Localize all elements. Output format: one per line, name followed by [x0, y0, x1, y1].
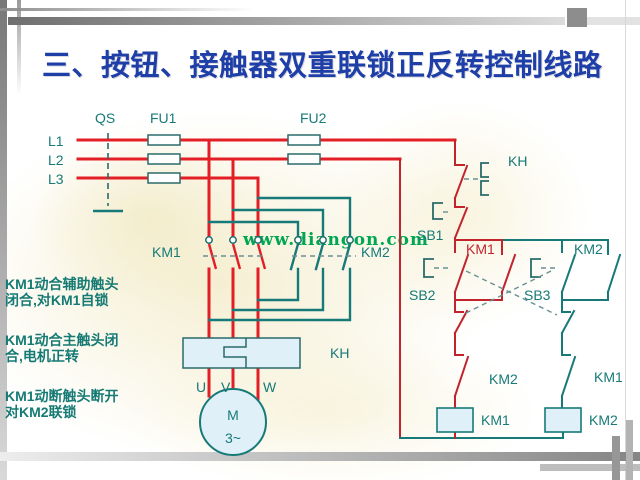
fu2-fuse-2	[287, 153, 321, 165]
label-km1-coil: KM1	[481, 412, 510, 428]
top-right-bar	[587, 17, 640, 25]
watermark-text: www.diangon.com	[243, 230, 430, 250]
fu1-fuse-l2	[147, 153, 181, 165]
bottom-border-bar2	[540, 464, 640, 471]
label-km2-coil: KM2	[589, 412, 618, 428]
bottom-right-grid-bar2	[626, 420, 633, 480]
annotation-interlock: KM1动断触头断开 对KM2联锁	[5, 388, 119, 420]
qs-switch	[93, 133, 123, 213]
label-sb2: SB2	[409, 287, 436, 303]
km2-branch	[560, 239, 622, 439]
label-km1-aux: KM1	[466, 241, 495, 257]
bottom-right-grid-bar	[612, 436, 620, 480]
button-actuators	[423, 162, 541, 278]
left-border-line	[17, 0, 21, 95]
label-fu1: FU1	[150, 110, 177, 126]
right-border-line	[625, 0, 626, 480]
label-l3: L3	[48, 171, 64, 187]
actuator-dashed-links	[434, 178, 558, 316]
top-right-square	[567, 8, 587, 27]
label-v: V	[221, 379, 231, 395]
km1-coil	[436, 407, 474, 433]
contactor-coils	[436, 407, 582, 433]
label-kh-main: KH	[330, 345, 349, 361]
top-thin-line	[0, 8, 255, 11]
fuse-boxes	[147, 134, 321, 184]
top-border-bar	[8, 17, 565, 25]
km1-branch	[453, 239, 517, 439]
label-w: W	[263, 379, 277, 395]
motor	[199, 388, 267, 456]
label-km1-interlock: KM1	[594, 369, 623, 385]
km2-crossover-wires	[207, 196, 352, 322]
bottom-border-bar	[0, 452, 640, 461]
background-blob	[330, 100, 590, 330]
label-u: U	[196, 379, 206, 395]
label-km1-main: KM1	[152, 244, 181, 260]
label-qs: QS	[95, 110, 115, 126]
kh-and-sb1-contacts	[453, 139, 469, 241]
km2-coil	[544, 407, 582, 433]
kh-thermal-relay	[182, 337, 301, 369]
label-kh-ctrl: KH	[508, 153, 527, 169]
left-border-bar	[0, 0, 7, 480]
label-sb3: SB3	[524, 287, 551, 303]
label-km2-interlock: KM2	[489, 371, 518, 387]
annotation-selflock: KM1动合辅助触头 闭合,对KM1自锁	[5, 276, 119, 308]
fu1-fuse-l1	[147, 134, 181, 146]
slide-title: 三、按钮、接触器双重联锁正反转控制线路	[42, 50, 603, 82]
label-km2-aux: KM2	[574, 241, 603, 257]
label-motor-3ph: 3~	[225, 430, 241, 446]
label-l2: L2	[48, 152, 64, 168]
control-rails	[399, 158, 609, 439]
fu1-fuse-l3	[147, 172, 181, 184]
label-fu2: FU2	[300, 110, 327, 126]
label-motor-m: M	[227, 407, 239, 423]
fu2-fuse-1	[287, 134, 321, 146]
annotation-forward: KM1动合主触头闭 合,电机正转	[5, 332, 119, 364]
label-l1: L1	[48, 133, 64, 149]
